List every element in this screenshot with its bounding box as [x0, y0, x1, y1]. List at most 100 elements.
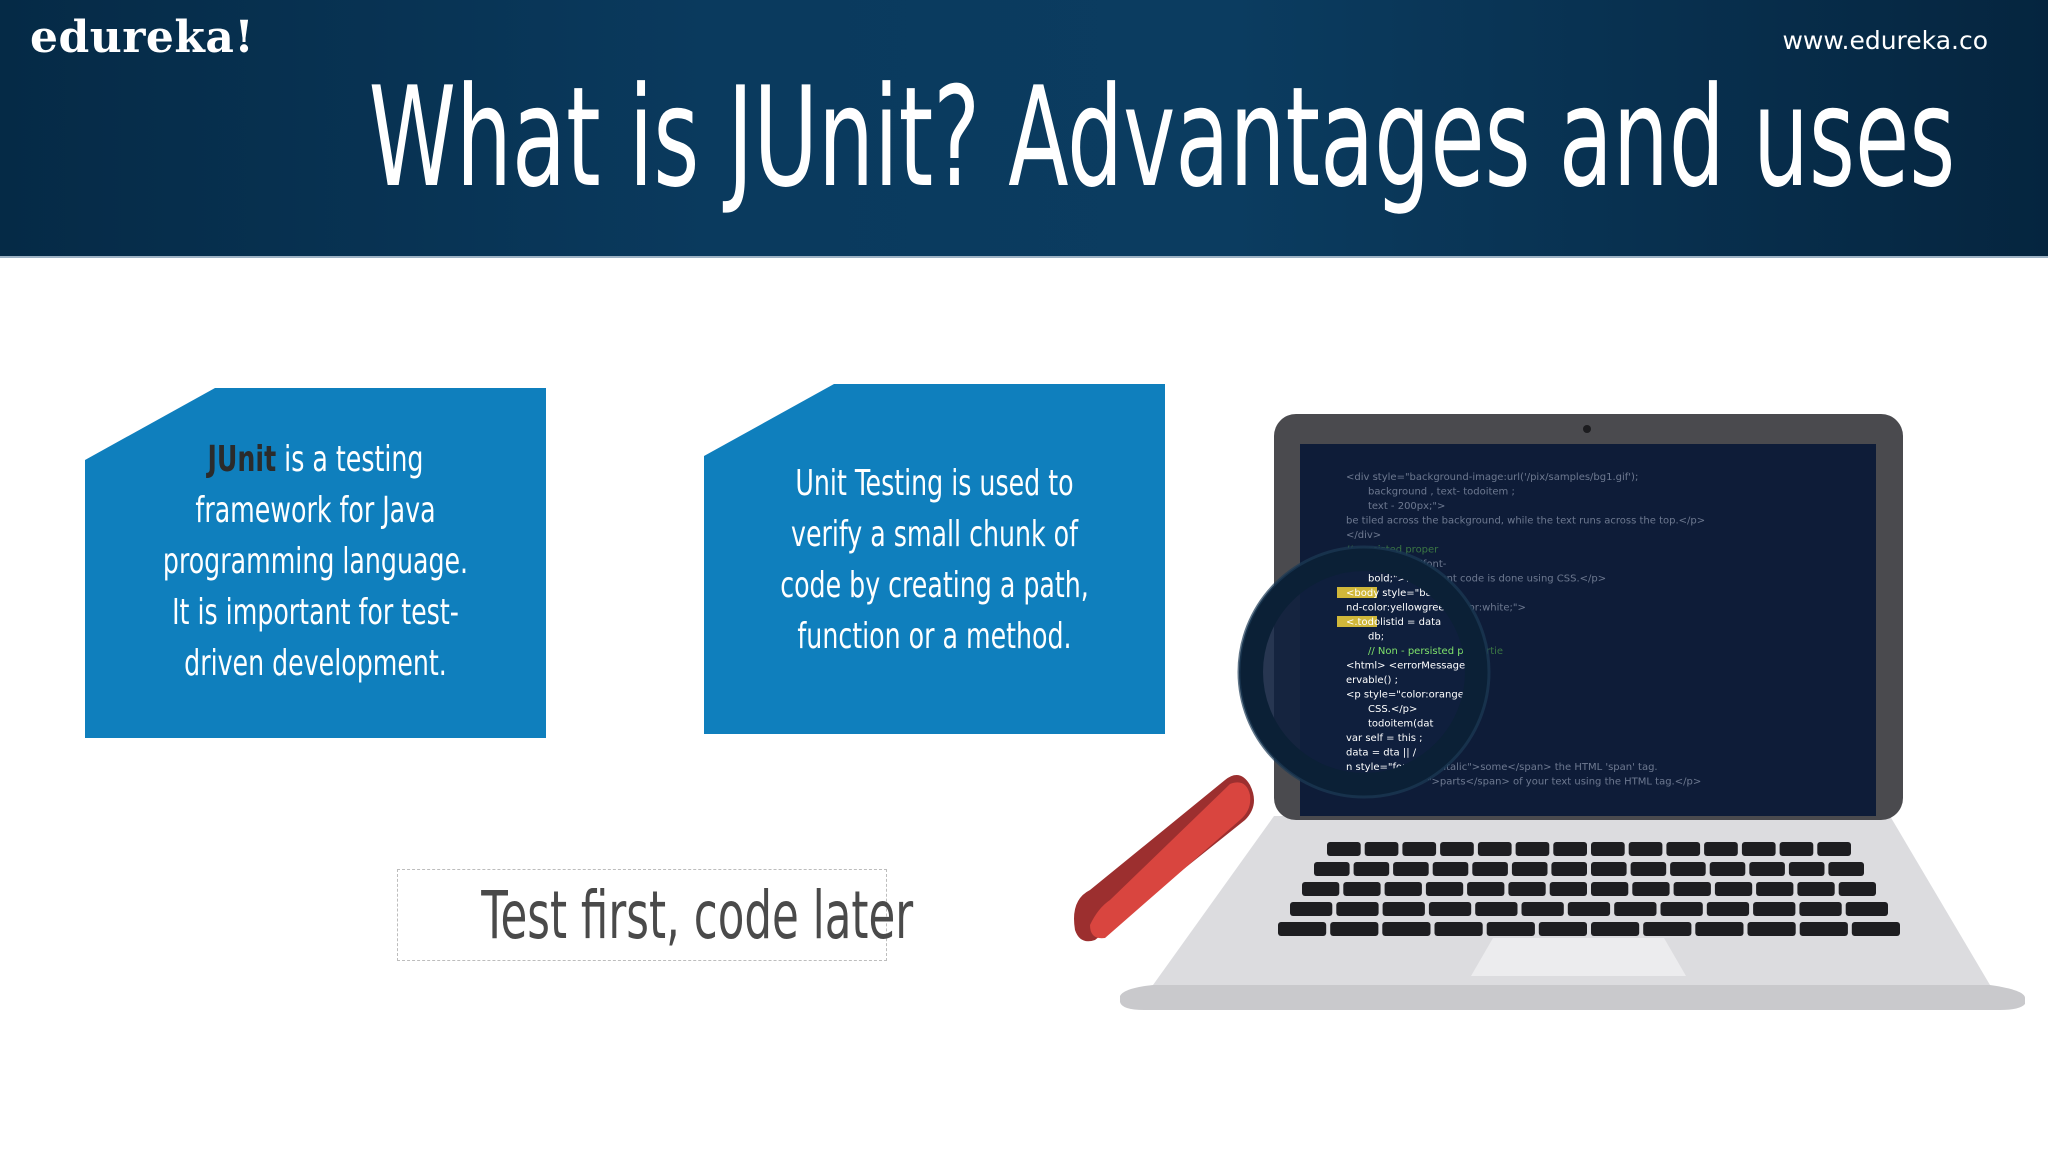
card-line: code by creating a path,	[780, 565, 1089, 606]
code-line: n style="font-style:italic">some</span> …	[1346, 762, 1658, 773]
header-banner: edureka! www.edureka.co What is JUnit? A…	[0, 0, 2048, 258]
keyboard-key	[1709, 862, 1746, 876]
keyboard-key	[1434, 922, 1483, 936]
keyboard-key	[1660, 902, 1703, 916]
card-line: verify a small chunk of	[791, 514, 1078, 555]
keyboard-key	[1553, 842, 1587, 856]
keyboard-key	[1799, 922, 1848, 936]
keyboard-key	[1695, 922, 1744, 936]
keyboard-key	[1330, 922, 1379, 936]
code-line-magnified: <body style="ba	[1346, 588, 1432, 599]
keyboard-key	[1747, 922, 1796, 936]
keyboard-key	[1336, 902, 1379, 916]
keyboard-key	[1706, 902, 1750, 916]
keyboard	[1278, 842, 1900, 936]
code-line: </div>	[1346, 530, 1381, 541]
keyboard-key	[1549, 882, 1587, 896]
keyboard-key	[1797, 882, 1835, 896]
brand-logo: edureka!	[30, 12, 255, 63]
keyboard-key	[1343, 882, 1381, 896]
card-line: JUnit is a testing	[136, 434, 496, 485]
code-line-magnified: var self = this ;	[1346, 733, 1423, 744]
keyboard-key	[1817, 842, 1851, 856]
keyboard-key	[1382, 902, 1425, 916]
keyboard-key	[1714, 882, 1753, 896]
keyboard-key	[1428, 902, 1472, 916]
code-line: background , text- todoitem ;	[1368, 487, 1515, 498]
keyboard-key	[1538, 922, 1587, 936]
keyboard-key	[1643, 922, 1692, 936]
code-line-magnified: ervable() ;	[1346, 675, 1398, 686]
keyboard-key	[1591, 842, 1625, 856]
code-line: be tiled across the background, while th…	[1346, 516, 1705, 527]
keyboard-key	[1567, 902, 1611, 916]
slide-title: What is JUnit? Advantages and uses	[368, 57, 1956, 218]
keyboard-key	[1632, 882, 1670, 896]
code-line-magnified: todoitem(dat	[1368, 719, 1433, 730]
keyboard-key	[1432, 862, 1469, 876]
keyboard-key	[1779, 842, 1814, 856]
junit-definition-text: JUnit is a testing framework for Java pr…	[85, 434, 546, 689]
code-line-magnified: <p style="color:orange;">	[1346, 690, 1480, 701]
keyboard-key	[1384, 882, 1422, 896]
laptop-illustration: <div style="background-image:url('/pix/s…	[1074, 414, 2025, 1010]
keyboard-key	[1440, 842, 1474, 856]
keyboard-key	[1393, 862, 1429, 876]
keyboard-key	[1382, 922, 1431, 936]
keyboard-key	[1704, 842, 1738, 856]
keyboard-key	[1591, 922, 1640, 936]
code-line: <div style="background-image:url('/pix/s…	[1346, 472, 1638, 483]
keyboard-key	[1475, 902, 1518, 916]
keyboard-key	[1511, 862, 1548, 876]
keyboard-key	[1741, 842, 1776, 856]
keyboard-key	[1591, 882, 1629, 896]
code-line-magnified: CSS.</p>	[1368, 704, 1417, 715]
keyboard-key	[1327, 842, 1361, 856]
keyboard-key	[1290, 902, 1333, 916]
card-line-text: is a testing	[284, 439, 424, 480]
tagline-box: Test first, code later	[397, 869, 914, 961]
code-line-magnified: data = dta || /	[1346, 748, 1417, 759]
keyboard-key	[1425, 882, 1464, 896]
code-line-magnified: <.todolistid = data	[1346, 617, 1441, 628]
code-line-magnified: <html> <errorMessage = k	[1346, 661, 1486, 672]
code-line: bold;">HTML font code is done using CSS.…	[1368, 574, 1606, 585]
keyboard-key	[1314, 862, 1350, 876]
junit-definition-card: JUnit is a testing framework for Java pr…	[85, 388, 546, 738]
keyboard-key	[1799, 902, 1842, 916]
keyboard-key	[1591, 862, 1627, 876]
magnifying-glass-icon: <div style="background-image:url('/pix/s…	[1074, 545, 1526, 942]
unit-testing-text: Unit Testing is used to verify a small c…	[704, 458, 1165, 662]
junit-keyword: JUnit	[207, 439, 277, 480]
code-line-magnified: nd-color:yellowgreen;color:white;">	[1346, 603, 1526, 614]
unit-testing-card: Unit Testing is used to verify a small c…	[704, 384, 1165, 734]
keyboard-key	[1467, 882, 1505, 896]
keyboard-key	[1614, 902, 1657, 916]
tagline-text: Test first, code later	[481, 877, 914, 954]
code-line: text - 200px;">	[1368, 501, 1445, 512]
keyboard-key	[1753, 902, 1796, 916]
keyboard-key	[1666, 842, 1701, 856]
code-highlight	[1337, 587, 1377, 598]
keyboard-key	[1628, 842, 1663, 856]
keyboard-key	[1630, 862, 1667, 876]
keyboard-key	[1477, 842, 1512, 856]
keyboard-key	[1845, 902, 1888, 916]
site-url: www.edureka.co	[1782, 26, 1988, 55]
code-line-magnified: db;	[1368, 632, 1384, 643]
keyboard-key	[1788, 862, 1825, 876]
keyboard-key	[1756, 882, 1794, 896]
keyboard-key	[1508, 882, 1546, 896]
code-highlight	[1337, 616, 1377, 627]
code-line: pan style="">parts</span> of your text u…	[1368, 777, 1701, 788]
keyboard-key	[1851, 922, 1900, 936]
keyboard-key	[1486, 922, 1535, 936]
code-line-magnified: // Non - persisted propertie	[1368, 646, 1503, 657]
keyboard-key	[1364, 842, 1399, 856]
keyboard-key	[1472, 862, 1508, 876]
card-line: Unit Testing is used to	[795, 463, 1074, 504]
card-line: programming language.	[162, 541, 469, 582]
keyboard-key	[1353, 862, 1390, 876]
keyboard-key	[1402, 842, 1437, 856]
